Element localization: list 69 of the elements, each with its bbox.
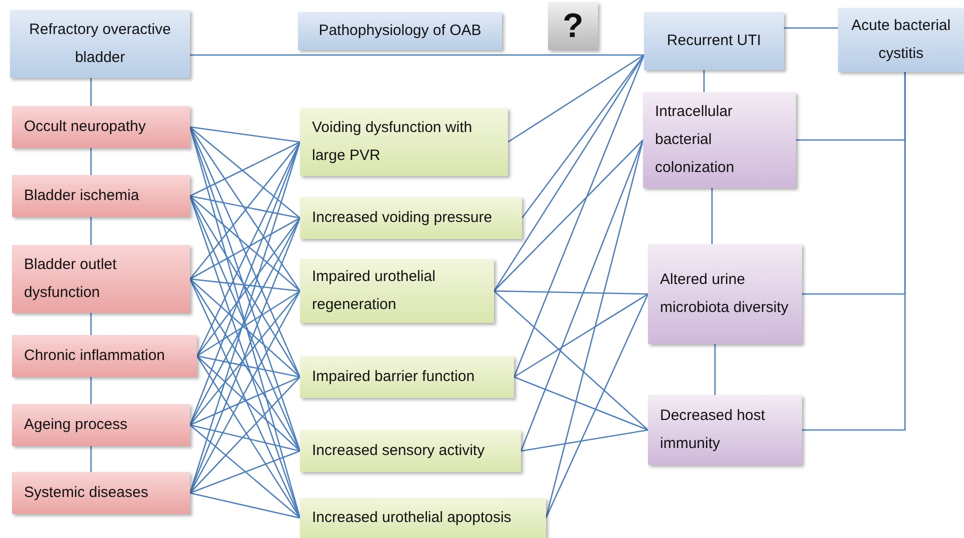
connector-line <box>514 376 648 431</box>
connector-line <box>189 278 301 452</box>
connector-line <box>189 290 301 494</box>
category-box: Pathophysiology of OAB <box>298 12 502 50</box>
connector-line <box>90 148 92 175</box>
connector-line <box>513 54 645 378</box>
connector-line <box>494 140 644 292</box>
outcome-box: Intracellular bacterial colonization <box>643 92 796 188</box>
connector-line <box>494 290 648 430</box>
connector-line <box>190 424 300 452</box>
connector-line <box>520 140 644 452</box>
connector-line <box>190 278 300 378</box>
category-box: Refractory overactive bladder <box>10 10 190 78</box>
connector-line <box>196 218 301 356</box>
connector-line <box>521 54 645 218</box>
connector-line <box>514 293 648 378</box>
cause-box: Systemic diseases <box>12 472 190 514</box>
outcome-box: Altered urine microbiota diversity <box>648 244 802 344</box>
mechanism-box: Increased voiding pressure <box>300 197 522 239</box>
connector-line <box>190 450 300 494</box>
outcome-box: Decreased host immunity <box>648 395 802 465</box>
connector-line <box>784 27 838 29</box>
connector-line <box>190 142 300 280</box>
mechanism-box: Increased urothelial apoptosis <box>300 498 546 538</box>
connector-line <box>190 217 300 280</box>
category-box: Recurrent UTI <box>644 12 784 70</box>
connector-line <box>190 54 644 56</box>
connector-line <box>90 377 92 404</box>
connector-line <box>196 290 300 357</box>
connector-line <box>196 356 300 452</box>
cause-box: Occult neuropathy <box>12 106 190 148</box>
connector-line <box>703 70 705 92</box>
category-box: Acute bacterial cystitis <box>838 8 964 72</box>
cause-box: Ageing process <box>12 404 190 446</box>
cause-box: Bladder ischemia <box>12 175 190 217</box>
connector-line <box>711 188 713 244</box>
connector-line <box>196 355 300 378</box>
connector-line <box>190 141 300 197</box>
connector-line <box>493 54 645 292</box>
connector-line <box>190 424 300 518</box>
connector-line <box>90 217 92 245</box>
unknown-box: ? <box>548 2 598 50</box>
connector-line <box>190 278 300 292</box>
connector-line <box>802 72 906 431</box>
connector-line <box>714 344 716 395</box>
mechanism-box: Impaired urothelial regeneration <box>300 259 494 323</box>
connector-line <box>190 195 300 219</box>
connector-line <box>196 356 301 518</box>
connector-line <box>190 196 300 292</box>
mechanism-box: Impaired barrier function <box>300 356 514 398</box>
mechanism-box: Increased sensory activity <box>300 430 521 472</box>
connector-line <box>189 126 301 292</box>
connector-line <box>190 126 300 218</box>
connector-line <box>189 196 301 378</box>
connector-line <box>520 429 648 452</box>
cause-box: Chronic inflammation <box>12 335 197 377</box>
connector-line <box>90 78 92 106</box>
cause-box: Bladder outlet dysfunction <box>12 245 190 313</box>
connector-line <box>545 294 649 518</box>
connector-line <box>190 126 300 143</box>
connector-line <box>190 492 300 519</box>
connector-line <box>90 313 92 335</box>
connector-line <box>190 290 300 426</box>
connector-line <box>508 54 644 143</box>
connector-line <box>494 290 648 295</box>
connector-line <box>190 376 300 494</box>
connector-line <box>90 446 92 472</box>
connector-line <box>190 376 300 426</box>
mechanism-box: Voiding dysfunction with large PVR <box>300 108 508 176</box>
